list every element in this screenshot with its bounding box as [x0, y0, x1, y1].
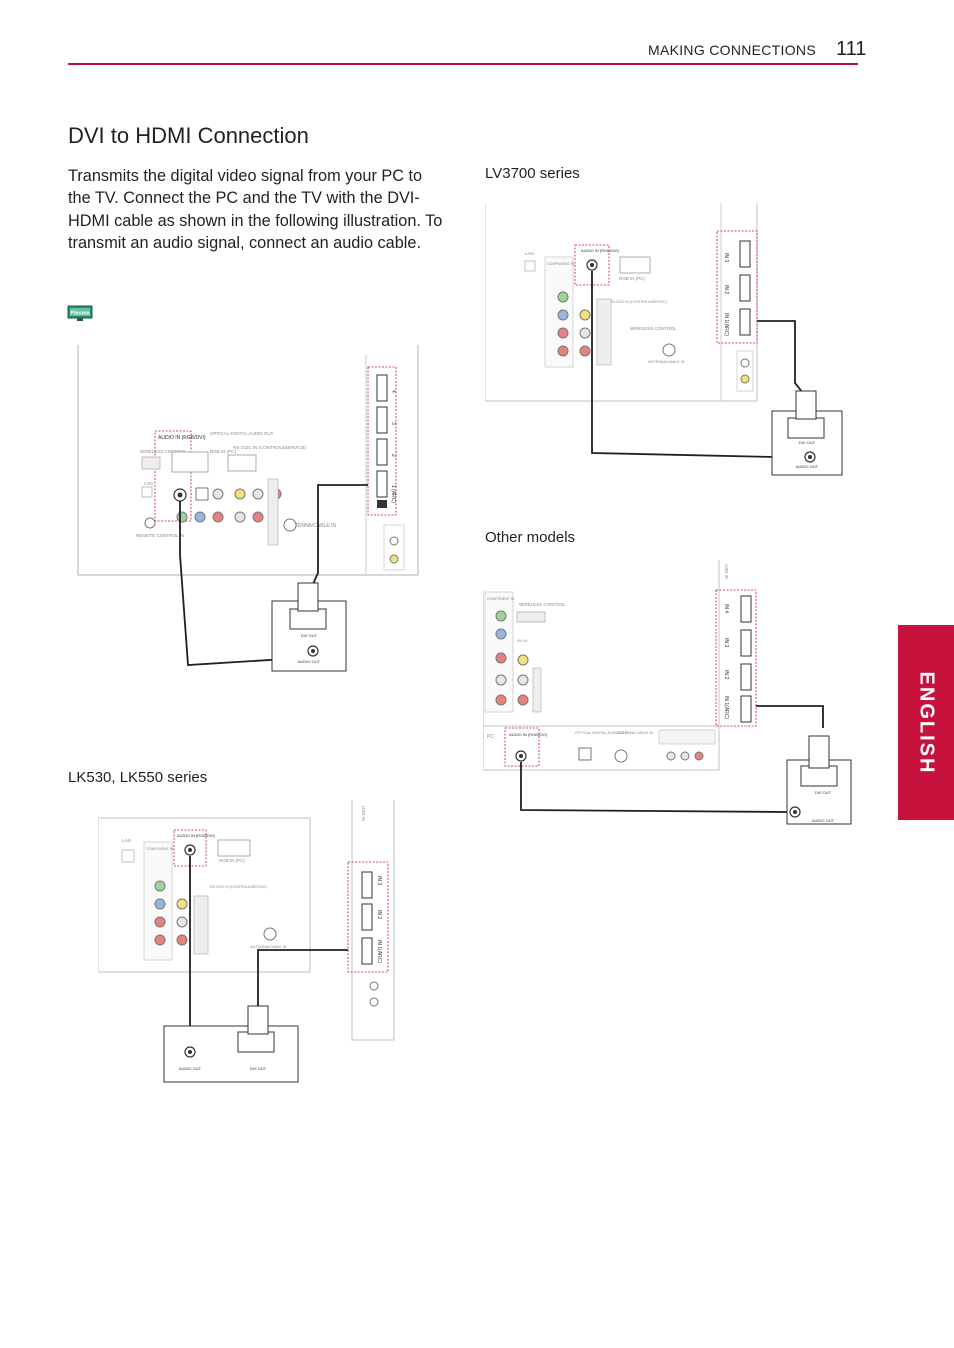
lan-label: LAN	[144, 481, 153, 486]
om-in2-label: IN 2	[723, 670, 729, 679]
lk530-connection-diagram: LAN COMPONENT IN AUDIO IN (RGB/DVI) RGB …	[98, 800, 395, 1083]
caption-lk530-lk550: LK530, LK550 series	[68, 769, 208, 786]
om-audio-out-label: AUDIO OUT	[812, 818, 835, 823]
audio-in-label: AUDIO IN (RGB/DVI)	[158, 435, 206, 441]
lv-lan-label: LAN	[525, 251, 534, 256]
om-usb-in-label: USB IN	[724, 564, 729, 579]
lk-rgb-label: RGB IN (PC)	[219, 858, 246, 863]
om-in4-label: IN 4	[723, 604, 729, 613]
wireless-label: WIRELESS CONTROL	[140, 449, 187, 454]
plasma-tv-icon: Plasma	[67, 305, 93, 321]
lv-wireless-label: WIRELESS CONTROL	[630, 326, 677, 331]
page-title: DVI to HDMI Connection	[68, 123, 309, 148]
lv-in3-label: IN 3	[723, 253, 729, 262]
om-optical-label: OPTICAL DIGITAL AUDIO OUT	[575, 731, 629, 735]
om-component-label: COMPONENT IN	[487, 597, 515, 601]
section-label: MAKING CONNECTIONS	[648, 42, 816, 58]
om-audio-in-label: AUDIO IN (RGB/DVI)	[509, 732, 548, 737]
lk-dvi-out-label: DVI OUT	[250, 1066, 267, 1071]
audio-out-label: AUDIO OUT	[298, 659, 321, 664]
om-antenna-label: ANTENNA CABLE IN	[617, 731, 654, 735]
rs232-label: RS-232C IN (CONTROL&SERVICE)	[233, 445, 307, 450]
page-number: 111	[836, 38, 867, 60]
hdmi-4-label: 4	[390, 390, 396, 393]
om-in1-label: IN 1(ARC)	[723, 696, 729, 719]
lv-rs232-label: RS-232C IN (CONTROL&SERVICE)	[610, 300, 667, 304]
lv-audio-out-label: AUDIO OUT	[796, 464, 819, 469]
lv-in1-label: IN 1(ARC)	[723, 313, 729, 336]
om-av-label: AV IN	[517, 638, 527, 643]
rgb-in-label: RGB IN (PC)	[210, 449, 237, 454]
lv-component-label: COMPONENT IN	[547, 262, 575, 266]
om-in3-label: IN 3	[723, 638, 729, 647]
lk-in2-label: IN 2	[376, 910, 382, 919]
intro-paragraph: Transmits the digital video signal from …	[68, 167, 443, 253]
hdmi-1-label: 1 (ARC)	[390, 485, 396, 503]
antenna-label: ANTENNA/CABLE IN	[288, 523, 336, 529]
optical-out-label: OPTICAL DIGITAL AUDIO OUT	[210, 431, 274, 436]
lk-in1-label: IN 1(ARC)	[376, 940, 382, 963]
lv-in2-label: IN 2	[723, 285, 729, 294]
om-wireless-label: WIRELESS CONTROL	[519, 602, 566, 607]
plasma-connection-diagram: AUDIO IN (RGB/DVI) RGB IN (PC) OPTICAL D…	[77, 345, 419, 672]
lv-rgb-label: RGB IN (PC)	[619, 276, 646, 281]
remote-control-label: REMOTE CONTROL IN	[136, 533, 184, 538]
caption-other-models: Other models	[485, 529, 576, 546]
plasma-badge-label: Plasma	[70, 311, 90, 317]
lv-dvi-out-label: DVI OUT	[799, 440, 816, 445]
other-models-connection-diagram: COMPONENT IN WIRELESS CONTROL AV IN PC A…	[483, 560, 852, 825]
dvi-out-label: DVI OUT	[301, 633, 318, 638]
english-tab-label: ENGLISH	[915, 671, 938, 774]
lk-antenna-label: ANTENNA/CABLE IN	[250, 945, 287, 949]
lv3700-connection-diagram: LAN AUDIO IN (RGB/DVI) RGB IN (PC) RS-23…	[485, 203, 843, 476]
hdmi-2-label: 2	[390, 454, 396, 457]
lv-audio-in-label: AUDIO IN (RGB/DVI)	[581, 248, 620, 253]
hdmi-3-label: 3	[390, 422, 396, 425]
lk-usb-in-label: USB IN	[361, 806, 366, 821]
caption-lv3700: LV3700 series	[485, 165, 580, 182]
lk-lan-label: LAN	[122, 838, 131, 843]
lk-in3-label: IN 3	[376, 876, 382, 885]
lk-audio-out-label: AUDIO OUT	[179, 1066, 202, 1071]
lk-component-label: COMPONENT IN	[146, 847, 174, 851]
om-dvi-out-label: DVI OUT	[815, 790, 832, 795]
om-pc-label: PC	[487, 734, 494, 740]
english-language-tab: ENGLISH	[898, 625, 954, 820]
lk-rs232-label: RS-232C IN (CONTROL&SERVICE)	[210, 885, 267, 889]
lv-antenna-label: ANTENNA/CABLE IN	[648, 360, 685, 364]
header-rule	[68, 63, 858, 65]
lk-audio-in-label: AUDIO IN (RGB/DVI)	[177, 833, 216, 838]
